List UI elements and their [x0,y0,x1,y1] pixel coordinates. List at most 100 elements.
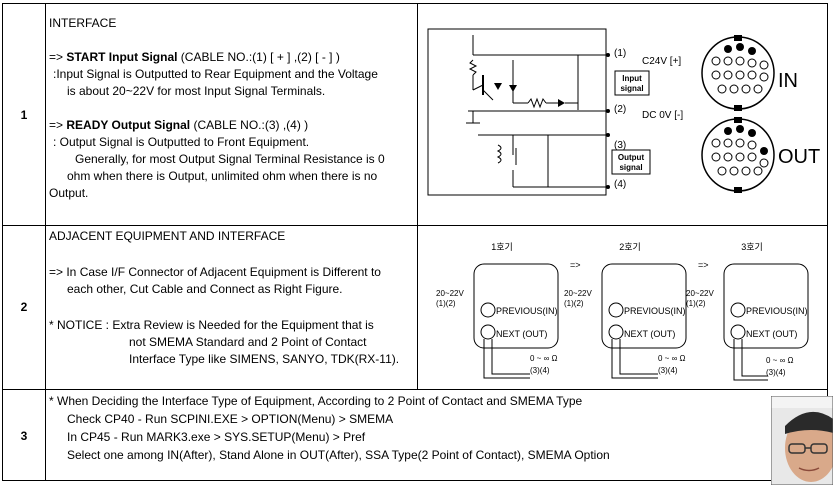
row-divider [3,389,827,390]
row1-text: INTERFACE => START Input Signal (CABLE N… [49,15,385,202]
adjacent-line: => In Case I/F Connector of Adjacent Equ… [49,265,381,279]
c24v-label: C24V [+] [642,56,681,67]
notice-line: not SMEMA Standard and 2 Point of Contac… [129,335,367,349]
unit-title: 1호기 [491,242,513,252]
interface-circuit-diagram: (1) C24V [+] Input signal (2) DC 0V [-] … [427,28,820,196]
column-divider [417,4,418,390]
ready-desc: Output. [49,186,89,200]
resistor-icon [527,97,547,109]
out-connector-label: OUT [778,146,820,168]
voltage-label: 20~22V [564,289,592,298]
output-signal-box [611,149,651,175]
ready-desc: Generally, for most Output Signal Termin… [75,152,385,166]
terminal-dot [606,53,610,57]
wire [611,339,658,379]
terminal-dot [606,133,610,137]
previous-connector-icon [480,302,496,318]
next-label: NEXT (OUT) [496,329,547,339]
diode-icon [558,99,565,107]
adjacent-equipment-diagram: 1호기 20~22V (1)(2) PREVIOUS(IN) NEXT (OUT… [436,242,809,381]
adjacent-line: each other, Cut Cable and Connect as Rig… [67,282,343,296]
column-divider [45,4,46,480]
voltage-label: 20~22V [686,289,714,298]
wire [733,339,768,381]
start-signal-line: => START Input Signal (CABLE NO.:(1) [ +… [49,49,385,66]
ready-cable: (CABLE NO.:(3) ,(4) ) [190,118,309,132]
wire [483,339,530,379]
row-divider [3,225,827,226]
row-number: 2 [20,300,28,314]
output-signal-label: Output [618,153,645,162]
instruction-line: * When Deciding the Interface Type of Eq… [49,394,583,408]
ohm-label: 0 ~ ∞ Ω [658,354,685,363]
pins-label: (1)(2) [686,299,706,308]
input-signal-box [614,70,650,96]
pins-label: (3)(4) [658,366,678,375]
row-number: 3 [20,429,28,443]
unit-box [723,263,809,349]
webcam-thumbnail [771,396,833,485]
ready-signal-line: => READY Output Signal (CABLE NO.:(3) ,(… [49,117,385,134]
pins-label: (1)(2) [436,299,456,308]
next-label: NEXT (OUT) [624,329,675,339]
next-connector-icon [480,324,496,340]
unit-3: 3호기 20~22V (1)(2) PREVIOUS(IN) NEXT (OUT… [686,242,809,381]
notice-line: Interface Type like SIMENS, SANYO, TDK(R… [129,352,400,366]
unit-box [601,263,687,349]
unit-box [473,263,559,349]
row-number: 1 [20,108,28,122]
unit-2: 2호기 20~22V (1)(2) PREVIOUS(IN) NEXT (OUT… [564,242,687,379]
input-signal-label: Input [622,74,642,83]
previous-label: PREVIOUS(IN) [624,306,686,316]
start-desc: is about 20~22V for most Input Signal Te… [67,84,326,98]
unit-title: 3호기 [741,242,763,252]
resistor-icon [468,59,478,76]
voltage-label: 20~22V [436,289,464,298]
device-box [427,28,607,196]
row2-text: ADJACENT EQUIPMENT AND INTERFACE => In C… [49,228,399,368]
wire [491,339,530,375]
section-heading: ADJACENT EQUIPMENT AND INTERFACE [49,229,286,243]
arrow-label: => [49,50,67,64]
instruction-line: Select one among IN(After), Stand Alone … [67,448,610,462]
unit-title: 2호기 [619,242,641,252]
ohm-label: 0 ~ ∞ Ω [530,354,557,363]
wire [619,339,658,375]
person-avatar-icon [771,396,833,485]
pins-label: (3)(4) [766,368,786,377]
terminal-dot [606,109,610,113]
next-label: NEXT (OUT) [746,329,797,339]
previous-connector-icon [608,302,624,318]
in-connector-icon [701,35,775,111]
ready-desc: ohm when there is Output, unlimited ohm … [67,169,378,183]
pins-label: (1)(2) [564,299,584,308]
chain-arrow: => [570,260,581,270]
wire [472,84,484,91]
wire [741,339,768,377]
pins-label: (3)(4) [530,366,550,375]
coil-icon [496,144,502,164]
out-connector-icon [701,117,775,193]
section-heading: INTERFACE [49,16,117,30]
previous-connector-icon [730,302,746,318]
instruction-line: In CP45 - Run MARK3.exe > SYS.SETUP(Menu… [67,430,366,444]
start-cable: (CABLE NO.:(1) [ + ] ,(2) [ - ] ) [177,50,340,64]
instruction-line: Check CP40 - Run SCPINI.EXE > OPTION(Men… [67,412,394,426]
ready-signal-title: READY Output Signal [66,118,191,132]
next-connector-icon [608,324,624,340]
terminal-dot [606,185,610,189]
row3-text: * When Deciding the Interface Type of Eq… [49,392,610,464]
pin-label: (2) [614,104,626,115]
start-desc: :Input Signal is Outputted to Rear Equip… [53,67,378,81]
ready-desc: : Output Signal is Outputted to Front Eq… [53,135,310,149]
pin-label: (4) [614,179,626,190]
diode-icon [509,85,517,92]
arrow-label: => [49,118,67,132]
pin-label: (3) [614,140,626,151]
notice-line: * NOTICE : Extra Review is Needed for th… [49,318,374,332]
interface-table: 1 2 3 INTERFACE => START Input Signal (C… [2,3,828,481]
previous-label: PREVIOUS(IN) [496,306,558,316]
dc0v-label: DC 0V [-] [642,110,683,121]
start-signal-title: START Input Signal [66,50,178,64]
wire [482,89,494,101]
